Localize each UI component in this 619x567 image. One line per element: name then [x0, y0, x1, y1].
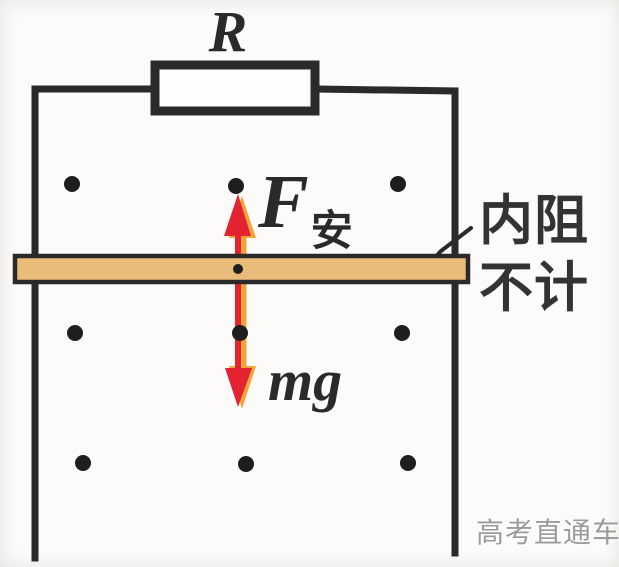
- annotation-line-1: 内阻: [479, 191, 589, 251]
- force-up-arrow: [224, 194, 256, 268]
- right-rail-and-wire: [313, 85, 459, 557]
- resistor-box: [150, 60, 320, 116]
- magnetic-field-dot: [400, 455, 416, 471]
- gravity-label: mg: [268, 348, 343, 413]
- resistor-label: R: [208, 0, 248, 64]
- ampere-force-subscript: 安: [310, 209, 353, 255]
- magnetic-field-dot: [228, 178, 244, 194]
- magnetic-field-dot: [67, 325, 83, 341]
- magnetic-field-dot: [390, 176, 406, 192]
- force-up-arrowhead: [224, 194, 251, 236]
- magnetic-field-dot: [64, 176, 80, 192]
- magnetic-field-dot: [75, 455, 91, 471]
- annotation-internal-resistance: 内阻 不计: [479, 188, 589, 322]
- annotation-line-2: 不计: [479, 257, 589, 318]
- force-down-arrowhead: [225, 368, 252, 407]
- left-rail-and-wire: [31, 85, 157, 562]
- watermark-text: 高考直通车: [476, 517, 619, 548]
- ampere-force-symbol: F: [258, 160, 309, 244]
- magnetic-field-dot: [394, 325, 410, 341]
- rod-center-dot: [233, 264, 243, 274]
- ampere-force-label: F安: [258, 164, 353, 253]
- force-down-arrow: [225, 272, 256, 409]
- magnetic-field-dot: [238, 456, 254, 472]
- magnetic-field-dot: [232, 325, 248, 341]
